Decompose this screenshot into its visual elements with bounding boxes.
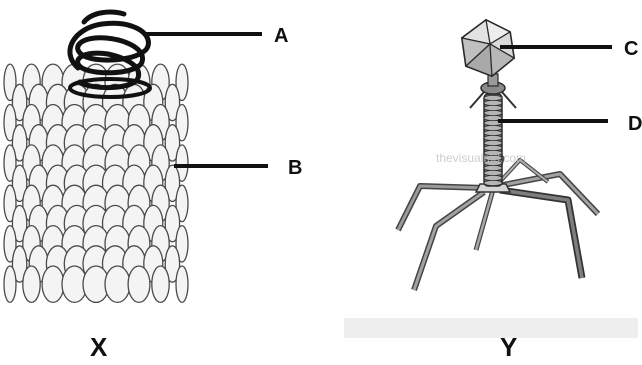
capsid-subunit bbox=[42, 266, 64, 302]
caption-y: Y bbox=[500, 332, 517, 362]
label-b: B bbox=[288, 157, 302, 179]
caption-x: X bbox=[90, 332, 108, 362]
capsid-subunit bbox=[152, 266, 169, 302]
figure-x: A B X bbox=[4, 12, 302, 362]
sheath-ring bbox=[484, 110, 502, 115]
capsid-subunit bbox=[4, 266, 16, 302]
label-c-group: C bbox=[500, 38, 638, 60]
label-a-group: A bbox=[146, 25, 288, 47]
sheath-ring bbox=[484, 140, 502, 145]
capsid-subunit bbox=[176, 266, 188, 302]
capsid-body bbox=[4, 64, 188, 302]
capsid-subunit bbox=[105, 266, 130, 302]
sheath-ring bbox=[484, 95, 502, 100]
capsid-subunit bbox=[23, 266, 40, 302]
sheath-ring bbox=[484, 180, 502, 185]
tail-sheath bbox=[484, 94, 502, 186]
sheath-ring bbox=[484, 165, 502, 170]
label-c: C bbox=[624, 38, 638, 60]
ground-band bbox=[344, 318, 638, 338]
figure-y: thevisualmd.com C D Y bbox=[344, 20, 642, 362]
sheath-ring bbox=[484, 125, 502, 130]
sheath-ring bbox=[484, 130, 502, 135]
sheath-ring bbox=[484, 135, 502, 140]
sheath-ring bbox=[484, 170, 502, 175]
label-d: D bbox=[628, 113, 642, 135]
watermark: thevisualmd.com bbox=[436, 151, 526, 165]
sheath-ring bbox=[484, 145, 502, 150]
label-b-group: B bbox=[174, 157, 302, 179]
label-d-group: D bbox=[498, 113, 642, 135]
capsid-subunit bbox=[128, 266, 150, 302]
sheath-ring bbox=[484, 105, 502, 110]
sheath-ring bbox=[484, 100, 502, 105]
sheath-ring bbox=[484, 175, 502, 180]
label-a: A bbox=[274, 25, 288, 47]
